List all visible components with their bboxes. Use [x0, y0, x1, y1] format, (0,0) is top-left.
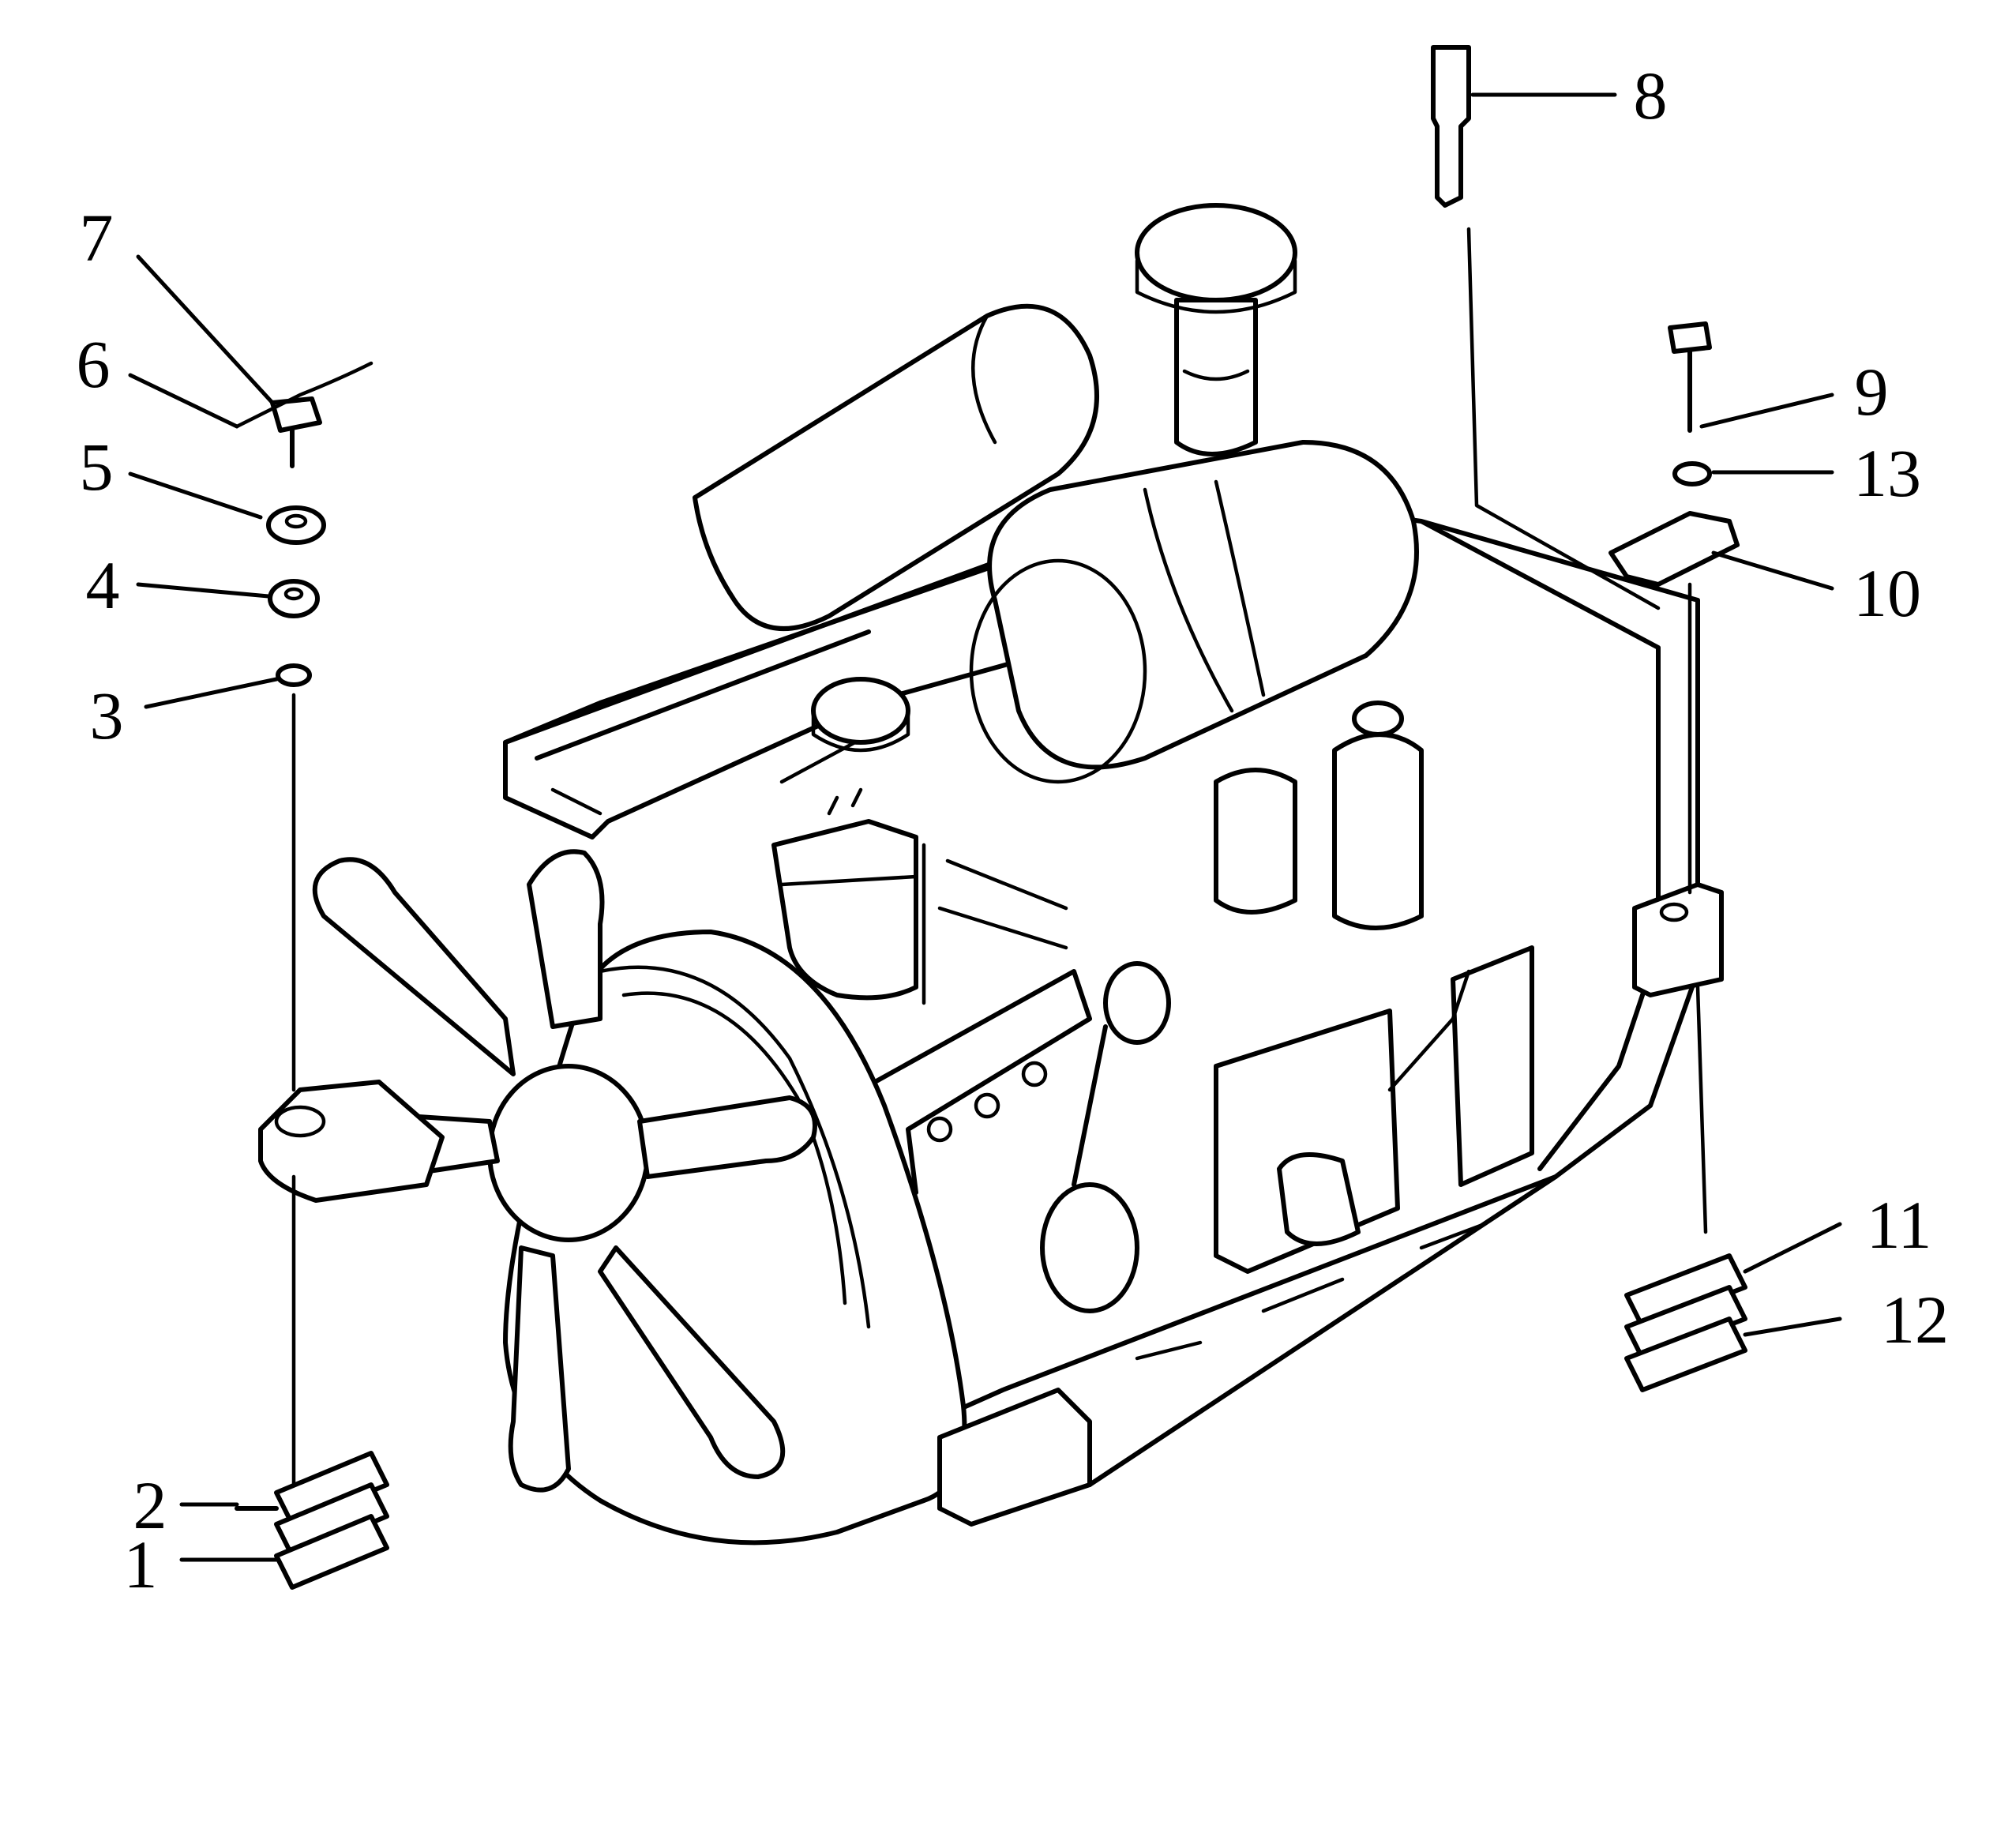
- exhaust-collar: [1182, 369, 1250, 381]
- manifold-hole-1: [926, 1116, 953, 1143]
- fuel-filter-1: [1214, 768, 1297, 915]
- exhaust-pipe: [1174, 298, 1258, 456]
- callout-9: 9: [1855, 354, 1889, 430]
- leader-3: [144, 677, 279, 709]
- callout-12: 12: [1881, 1282, 1949, 1358]
- callout-11: 11: [1867, 1187, 1932, 1263]
- rear-mount-hole: [1659, 902, 1689, 922]
- oil-filler-cap: [811, 677, 910, 745]
- rear-mount-lug: [1632, 882, 1724, 997]
- air-cleaner-band-1: [1143, 487, 1234, 713]
- engine-assembly: [258, 203, 1724, 1546]
- callout-8: 8: [1634, 58, 1668, 133]
- air-cleaner: [987, 440, 1419, 770]
- callout-4: 4: [86, 547, 120, 623]
- fan-blade-5: [598, 1245, 786, 1479]
- callout-5: 5: [80, 429, 114, 505]
- front-mount-bracket: [258, 1080, 445, 1203]
- leader-4: [136, 582, 271, 599]
- fan-belt-2: [621, 991, 847, 1305]
- part-12-shim-lower: [1624, 1317, 1747, 1392]
- front-mount-hole: [274, 1105, 326, 1138]
- fan-blade-4: [508, 1245, 571, 1493]
- dipstick-tube: [1072, 1024, 1108, 1187]
- fan-belt-1: [598, 965, 871, 1329]
- part-6-wire: [235, 361, 373, 429]
- leader-5: [128, 471, 263, 520]
- part-8-pipe: [1431, 45, 1471, 208]
- fuel-filter-2: [1332, 732, 1424, 930]
- part-8-leader-path: [1466, 227, 1661, 610]
- part-13-washer: [1672, 461, 1712, 486]
- leader-9: [1699, 393, 1834, 429]
- oil-filter: [1040, 1182, 1139, 1313]
- callout-leaders: [128, 92, 1842, 1562]
- callout-1: 1: [124, 1527, 158, 1602]
- callout-7: 7: [80, 200, 114, 276]
- manifold-hole-2: [974, 1092, 1000, 1119]
- leader-11: [1743, 1222, 1842, 1274]
- part-12-shim: [1624, 1285, 1747, 1361]
- part-7-bolt-head: [270, 396, 322, 433]
- part-4-hole: [283, 587, 304, 601]
- dipstick-handle: [1103, 961, 1171, 1045]
- callout-6: 6: [77, 326, 111, 402]
- air-cleaner-end: [969, 558, 1147, 784]
- muffler: [693, 303, 1099, 631]
- exhaust-cap: [1135, 203, 1297, 302]
- part-1-shim: [274, 1482, 389, 1558]
- fan-blade-2: [312, 857, 516, 1076]
- fuel-filter-2-cap: [1352, 701, 1404, 737]
- exhaust-cap-rim: [1135, 258, 1297, 314]
- part-1-shim-lower: [274, 1514, 389, 1590]
- oil-filler-neck: [811, 708, 910, 753]
- fan-hub: [487, 1064, 650, 1242]
- starter-solenoid: [1277, 1152, 1361, 1246]
- part-10-bracket: [1608, 511, 1740, 587]
- air-cleaner-band-2: [1214, 479, 1266, 697]
- callout-13: 13: [1853, 435, 1921, 511]
- front-cover: [937, 1388, 1092, 1527]
- fan-blade-1: [527, 849, 605, 1029]
- leader-12: [1743, 1317, 1842, 1337]
- fuel-pump: [771, 819, 918, 1001]
- injector-lines: [922, 843, 1068, 1005]
- fan-blade-6: [637, 1095, 817, 1179]
- manifold-hole-3: [1021, 1061, 1048, 1087]
- left-parts-stack: [235, 361, 389, 1590]
- callout-3: 3: [90, 678, 124, 753]
- part-11-shim: [1624, 1253, 1747, 1329]
- fuel-pump-detail: [779, 787, 918, 887]
- part-2-shim: [274, 1451, 389, 1527]
- part-9-bolt-head: [1668, 321, 1712, 354]
- callout-numbers: 1 2 3 4 5 6 7 8 9 10 11 12 13: [77, 58, 1950, 1602]
- starter-cable: [1387, 969, 1471, 1092]
- muffler-band: [970, 314, 997, 445]
- right-assembly-axis: [1687, 582, 1708, 1234]
- leader-7: [136, 254, 275, 405]
- leader-10: [1711, 550, 1834, 591]
- relay-box: [1451, 945, 1534, 1187]
- part-5-hole: [284, 513, 308, 529]
- part-3-washer: [276, 663, 312, 687]
- right-parts-stack: [1431, 45, 1747, 1392]
- block-base-detail: [1135, 1222, 1487, 1361]
- callout-2: 2: [133, 1467, 167, 1543]
- callout-10: 10: [1853, 555, 1921, 631]
- leader-6: [128, 373, 239, 429]
